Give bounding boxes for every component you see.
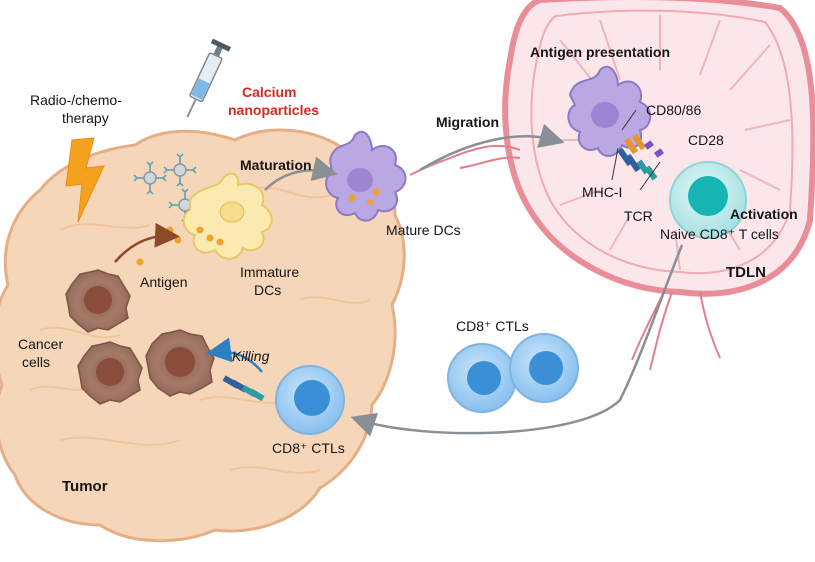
lightning-bolt-icon	[65, 137, 105, 223]
immature-dcs-label-line1: Immature	[240, 264, 300, 280]
naive-cd8-label: Naive CD8⁺ T cells	[660, 226, 779, 242]
mature-dcs-label: Mature DCs	[386, 222, 461, 238]
cd80-86-label: CD80/86	[646, 102, 702, 118]
immature-dc-cell	[136, 172, 273, 266]
ctl-pair	[447, 333, 579, 413]
ctl-killing-cell	[222, 365, 345, 435]
cd28-label: CD28	[688, 132, 724, 148]
activation-label: Activation	[730, 206, 798, 222]
calcium-label-line2: nanoparticles	[228, 102, 320, 118]
killing-label: Killing	[232, 348, 270, 364]
presenting-dc-cell	[567, 65, 652, 157]
calcium-label-line1: Calcium	[242, 84, 297, 100]
tcr-label: TCR	[624, 208, 653, 224]
maturation-label: Maturation	[240, 157, 312, 173]
cancer-cells-label-line2: cells	[22, 354, 51, 370]
mature-dc-cell	[325, 130, 407, 222]
process-arrows	[114, 123, 684, 437]
mhc-i-label: MHC-I	[582, 184, 623, 200]
cancer-cells-label-line1: Cancer	[18, 336, 64, 352]
antigen-label: Antigen	[140, 274, 188, 290]
syringe-icon	[186, 38, 232, 118]
nanoparticle-icons	[133, 153, 202, 222]
antigen-presentation-label: Antigen presentation	[530, 44, 671, 60]
immature-dcs-label-line2: DCs	[254, 282, 282, 298]
cancer-cells	[65, 269, 215, 405]
ctl-middle-label: CD8⁺ CTLs	[456, 318, 529, 334]
radio-therapy-label-line1: Radio-/chemo-	[30, 92, 122, 108]
tumor-label: Tumor	[62, 478, 108, 495]
ctl-bottom-label: CD8⁺ CTLs	[272, 440, 345, 456]
immune-synapse-receptors	[611, 109, 664, 191]
migration-label: Migration	[436, 114, 499, 130]
tdln-label: TDLN	[726, 264, 766, 281]
radio-therapy-label-line2: therapy	[62, 110, 109, 126]
naive-tcell	[669, 161, 747, 239]
